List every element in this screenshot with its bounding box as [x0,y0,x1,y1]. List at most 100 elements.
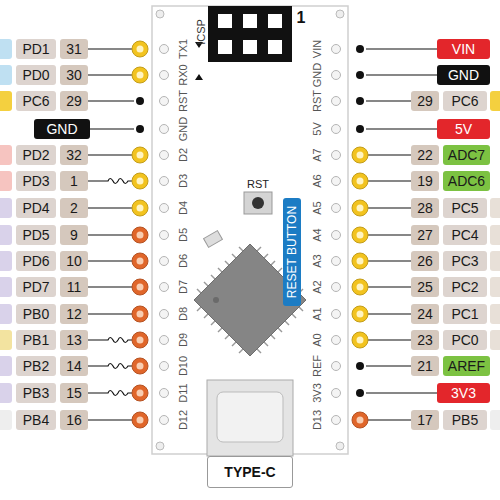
silk-label: D2 [178,148,189,162]
pin-text: PC5 [451,200,478,216]
pin-text: ADC7 [448,147,485,163]
silk-label: D12 [178,410,189,430]
port-label: PD0 [16,65,56,85]
pin-text: PC3 [451,253,478,269]
pin-text: PD7 [22,279,49,295]
port-label: PB3 [16,383,56,403]
pin-text: PD2 [22,147,49,163]
silk-label: D5 [178,228,189,242]
pin-text: VIN [452,41,475,57]
pin-text: PC4 [451,227,478,243]
silk-label: D11 [178,383,189,402]
silk-label: A0 [312,333,323,346]
silk-label: TX1 [178,39,189,59]
silk-label: RST [178,90,189,112]
pin-text: 31 [66,41,82,57]
pin-text: 5V [455,121,472,137]
pin-text: PD0 [22,67,49,83]
pin-number: 16 [60,410,88,430]
silk-label: RST [312,90,323,112]
reset-label: RESET BUTTON [283,198,301,306]
pin-text: 27 [417,227,433,243]
pin-text: RESET BUTTON [285,206,299,298]
pin-rows [0,39,500,430]
mount-hole [156,442,164,450]
chip-dot [213,297,219,303]
pin-text: 23 [417,332,433,348]
icsp-header [208,6,292,62]
port-label: PC6 [16,91,56,111]
pin-number: 27 [411,225,439,245]
silk-label: D13 [312,410,323,430]
pin-text: 1 [70,173,78,189]
pin-number: 24 [411,304,439,324]
silk-label: D6 [178,254,189,268]
pin-text: ADC6 [448,173,485,189]
mount-hole [156,10,164,18]
pin-text: PC1 [451,306,478,322]
pin-number: 19 [411,171,439,191]
usb-label: TYPE-C [207,456,293,488]
pin-text: 24 [417,306,433,322]
pin-number: 1 [60,171,88,191]
port-label: PB4 [16,410,56,430]
silk-label: A6 [312,174,323,187]
button-label: RST [247,179,269,190]
silk-label: D7 [178,280,189,294]
pin-text: PD4 [22,200,49,216]
header-label: ICSP [196,19,207,45]
pin-text: 26 [417,253,433,269]
usb-port [217,392,283,442]
pin-text: PB4 [23,412,49,428]
pin-text: PD3 [22,173,49,189]
pin-text: PC0 [451,332,478,348]
pin-text: 21 [417,358,433,374]
pin-text: 22 [417,147,433,163]
silk-label: GND [178,117,189,141]
pin-text: PB1 [23,332,49,348]
pin-number: 10 [60,251,88,271]
pin-text: 2 [70,200,78,216]
pin-number: 15 [60,383,88,403]
power-label: VIN [437,39,490,59]
icsp-pins [218,14,282,54]
pin-text: PB3 [23,385,49,401]
reset-knob [252,197,264,209]
silk-label: D10 [178,356,189,376]
pin-text: 15 [66,385,82,401]
silk-label: GND [312,63,323,87]
port-label: PB2 [16,356,56,376]
pin-text: 14 [66,358,82,374]
tx-rx-arrow [195,42,203,80]
silk-label: D8 [178,307,189,321]
analog-label: ADC6 [443,171,490,191]
reset-switch [244,192,272,214]
pin-text: PB0 [23,306,49,322]
pin-text: 29 [417,93,433,109]
silk-label: A5 [312,201,323,214]
pin-number: 11 [60,277,88,297]
pin-text: 28 [417,200,433,216]
pin-number: 9 [60,225,88,245]
pin-text: 25 [417,279,433,295]
pin1-mark: 1 [297,10,306,26]
usb-connector [207,380,293,456]
port-label: PD2 [16,145,56,165]
analog-label: ADC7 [443,145,490,165]
pin-text: PC6 [451,93,478,109]
silk-label: RX0 [178,64,189,85]
port-label: PD1 [16,39,56,59]
port-label: PD6 [16,251,56,271]
pin-text: TYPE-C [224,464,275,480]
ground-label: GND [34,119,90,139]
silk-label: A1 [312,307,323,320]
port-label: PC2 [443,277,487,297]
pin-text: PD1 [22,41,49,57]
pin-text: PC6 [22,93,49,109]
silk-label: D3 [178,174,189,188]
power-label: 5V [437,119,490,139]
pin-text: 13 [66,332,82,348]
pin-number: 29 [60,91,88,111]
pin-number: 12 [60,304,88,324]
